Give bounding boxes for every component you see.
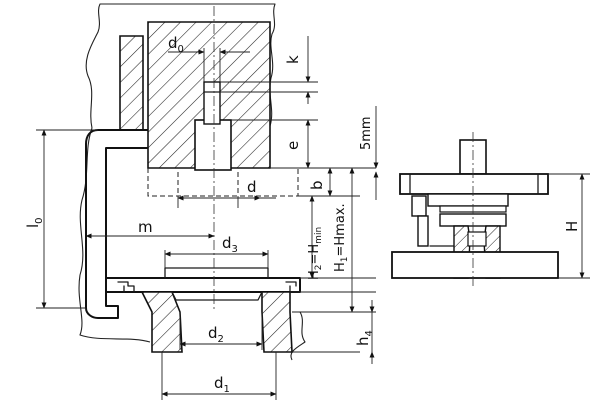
dim-label-d0: d0 <box>168 34 184 55</box>
pin-shank <box>203 81 221 125</box>
dim-label-h2: H2=Hmin <box>307 227 324 280</box>
pin-bore <box>194 119 232 171</box>
dim-label-k: k <box>284 55 302 64</box>
dim-label-d3: d3 <box>222 234 238 255</box>
stripper-body <box>85 129 148 319</box>
dim-label-d: d <box>247 178 257 196</box>
punch-outline-dashed <box>147 168 299 197</box>
dim-label-m: m <box>138 218 153 236</box>
assembly-holder <box>427 193 509 207</box>
main-section-view: d0 k e l0 m d d3 d2 <box>24 3 379 400</box>
dim-label-b: b <box>308 180 326 190</box>
bottom-break-line <box>290 311 306 361</box>
dim-label-d1: d1 <box>214 374 230 395</box>
assembly-base-plate <box>391 251 559 279</box>
assembly-guide-pin <box>411 195 427 217</box>
lower-die-right <box>261 291 293 353</box>
dim-label-d2: d2 <box>208 324 224 345</box>
lower-die-left <box>140 291 183 353</box>
dim-label-e: e <box>284 141 302 150</box>
dim-label-5mm: 5mm <box>359 116 374 150</box>
assembly-upper-plate <box>399 173 549 195</box>
die-insert <box>164 267 269 301</box>
t-slot-left <box>117 281 135 293</box>
dim-label-h1: H1=Hmax. <box>333 203 350 272</box>
dim-label-H: H <box>563 221 581 232</box>
assembly-view: H <box>391 132 590 288</box>
pressure-plate-strip <box>119 35 144 131</box>
tool-body-break-line <box>85 3 276 169</box>
dim-label-l0: l0 <box>24 217 45 228</box>
t-slot-right <box>285 281 297 293</box>
guide-plate <box>106 277 301 293</box>
dim-label-h4: h4 <box>354 330 375 346</box>
